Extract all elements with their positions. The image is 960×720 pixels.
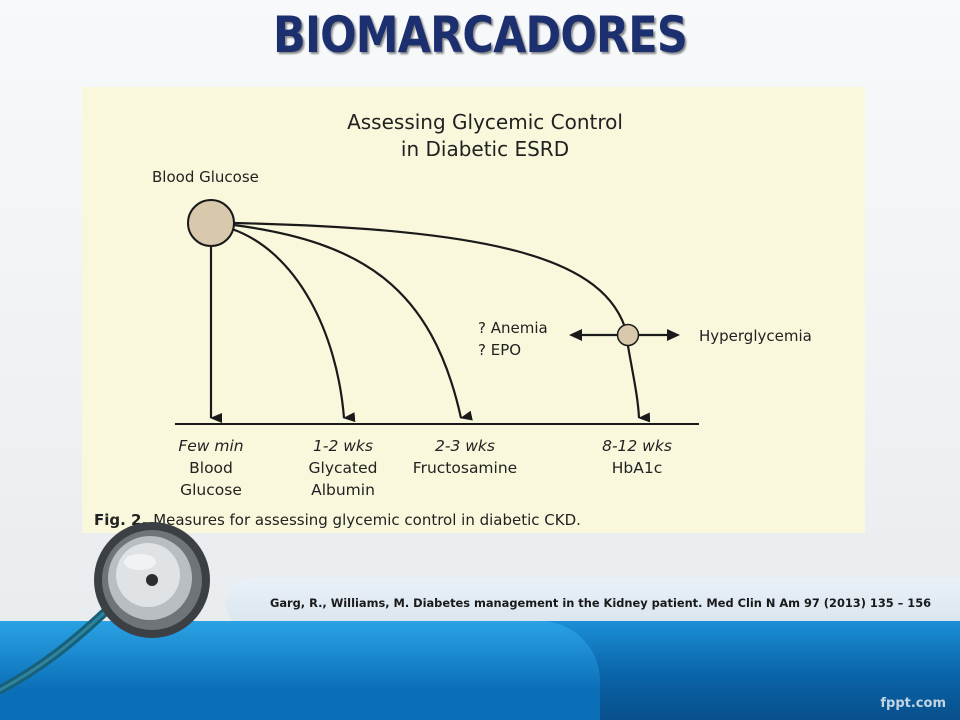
citation-text: Garg, R., Williams, M. Diabetes manageme… [270,596,932,610]
watermark: fppt.com [880,696,946,711]
caption-text: Measures for assessing glycemic control … [153,511,581,529]
arrow-hba1c-upper [233,221,629,335]
citation-bar [226,578,960,628]
arrow-left-head [569,329,582,341]
measure-glycated-albumin: 1-2 wks Glycated Albumin [309,437,378,499]
arrow-fructosamine [233,223,473,421]
measure-name-line1: HbA1c [612,459,662,477]
modifier-epo: ? EPO [478,341,521,359]
bottom-band [0,621,960,720]
arrow-glycated-albumin [231,227,356,423]
measure-fructosamine: 2-3 wks Fructosamine [413,437,517,477]
measure-hba1c: 8-12 wks HbA1c [602,437,672,477]
glycemic-diagram: Assessing Glycemic Control in Diabetic E… [94,110,812,529]
measure-time: 8-12 wks [602,437,672,455]
figure-title-line2: in Diabetic ESRD [401,137,569,161]
measure-blood-glucose: Few min Blood Glucose [178,437,243,499]
hba1c-node [616,323,640,347]
measure-name-line2: Albumin [311,481,375,499]
figure-caption: Fig. 2. Measures for assessing glycemic c… [94,511,581,529]
measure-name-line1: Glycated [309,459,378,477]
slide-title: BIOMARCADORES [273,6,688,64]
caption-prefix: Fig. 2. [94,511,147,529]
measure-time: Few min [178,437,243,455]
measure-time: 2-3 wks [435,437,495,455]
measure-name-line1: Blood [189,459,233,477]
source-node [187,199,235,247]
stethoscope-icon [0,522,210,695]
measure-name-line2: Glucose [180,481,242,499]
figure-panel: Assessing Glycemic Control in Diabetic E… [82,87,865,533]
modifier-anemia: ? Anemia [478,319,548,337]
arrow-hba1c [626,345,651,423]
arrow-right-head [667,329,680,341]
figure-title-line1: Assessing Glycemic Control [347,110,623,134]
effect-label: Hyperglycemia [699,327,812,345]
source-node-label: Blood Glucose [152,168,259,186]
bottom-band-highlight [0,621,600,720]
measure-time: 1-2 wks [313,437,373,455]
measure-name-line1: Fructosamine [413,459,517,477]
